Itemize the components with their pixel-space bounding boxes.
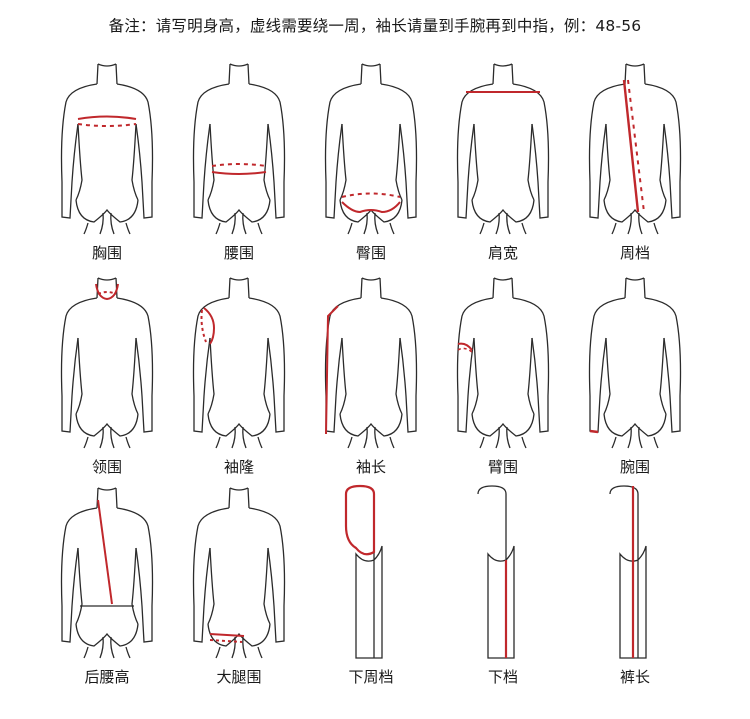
back-waist-height-figure: 后腰高 bbox=[48, 486, 166, 686]
label-lower-rise: 下周档 bbox=[348, 668, 394, 686]
neck-figure: 领围 bbox=[48, 276, 166, 476]
armhole-figure: 袖隆 bbox=[180, 276, 298, 476]
label-inseam: 下档 bbox=[487, 668, 518, 686]
label-waist: 腰围 bbox=[223, 244, 254, 262]
label-shoulder: 肩宽 bbox=[487, 244, 518, 262]
label-armhole: 袖隆 bbox=[223, 458, 254, 476]
wrist-figure: 腕围 bbox=[576, 276, 694, 476]
torso-loop-figure: 周档 bbox=[576, 62, 694, 262]
label-hip: 臀围 bbox=[355, 244, 386, 262]
label-pant-length: 裤长 bbox=[619, 668, 650, 686]
chest-figure: 胸围 bbox=[48, 62, 166, 262]
shoulder-figure: 肩宽 bbox=[444, 62, 562, 262]
waist-figure: 腰围 bbox=[180, 62, 298, 262]
sleeve-length-figure: 袖长 bbox=[312, 276, 430, 476]
upper-arm-figure: 臂围 bbox=[444, 276, 562, 476]
label-chest: 胸围 bbox=[91, 244, 122, 262]
note-text: 备注：请写明身高，虚线需要绕一周，袖长请量到手腕再到中指，例：48-56 bbox=[108, 17, 642, 35]
lower-rise-figure: 下周档 bbox=[312, 484, 430, 686]
inseam-figure: 下档 bbox=[444, 485, 562, 686]
label-thigh: 大腿围 bbox=[216, 668, 262, 686]
label-torso-loop: 周档 bbox=[619, 244, 650, 262]
label-wrist: 腕围 bbox=[619, 458, 650, 476]
label-neck: 领围 bbox=[91, 458, 122, 476]
pant-length-figure: 裤长 bbox=[576, 485, 694, 686]
label-back-waist-height: 后腰高 bbox=[84, 668, 130, 686]
label-sleeve-length: 袖长 bbox=[355, 458, 386, 476]
thigh-figure: 大腿围 bbox=[180, 486, 298, 686]
hip-figure: 臀围 bbox=[312, 62, 430, 262]
label-upper-arm: 臂围 bbox=[487, 458, 518, 476]
